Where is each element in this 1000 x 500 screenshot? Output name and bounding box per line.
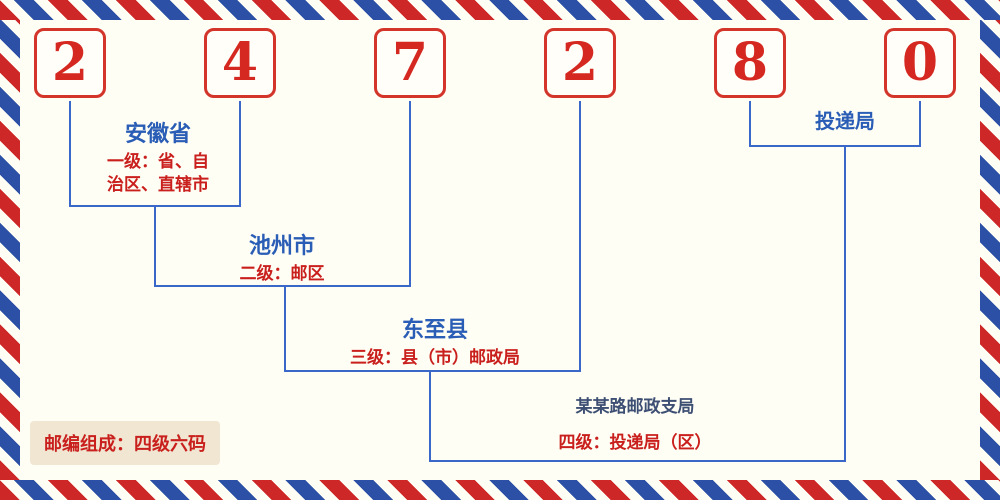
level1-desc-line1: 一级：省、自 [107,152,209,172]
airmail-border-right [980,20,1000,480]
airmail-border-top [0,0,1000,20]
airmail-border-bottom [0,480,1000,500]
bracket-line-level2-bottom [154,285,411,287]
level1-name: 安徽省 [124,122,192,147]
digit-box-5: 8 [714,28,786,98]
bracket-line-level1-right [239,101,241,205]
airmail-border-left [0,20,20,480]
bracket-line-level2-left [154,205,156,285]
connector-line-level4-up [429,370,431,460]
level3-desc: 三级：县（市）邮政局 [350,348,520,368]
digit-1: 2 [51,32,89,93]
bracket-line-level3-bottom [284,370,581,372]
level4-desc: 四级：投递局（区） [558,433,712,453]
digit-box-1: 2 [34,28,106,98]
connector-line-level4-down [844,145,846,460]
digit-5: 8 [731,32,769,93]
level2-desc: 二级：邮区 [239,264,325,284]
digit-box-3: 7 [374,28,446,98]
digit-box-2: 4 [204,28,276,98]
bracket-line-level4-right [919,101,921,145]
bracket-line-level3-right [579,101,581,370]
composition-badge: 邮编组成：四级六码 [30,421,220,465]
connector-line-level4-horizontal [429,460,846,462]
level4-name: 投递局 [815,109,875,133]
digit-3: 7 [391,32,429,93]
bracket-line-level3-left [284,285,286,370]
bracket-line-level4-left [749,101,751,145]
bracket-line-level4-bottom [749,145,921,147]
digit-box-4: 2 [544,28,616,98]
level1-desc-line2: 治区、直辖市 [107,175,209,195]
digit-box-6: 0 [884,28,956,98]
level4-branch: 某某路邮政支局 [575,397,695,417]
level3-name: 东至县 [401,318,469,343]
bracket-line-level1-left [69,101,71,205]
digit-2: 4 [221,32,259,93]
level2-name: 池州市 [248,234,316,259]
digit-6: 0 [901,32,939,93]
digit-4: 2 [561,32,599,93]
bracket-line-level2-right [409,101,411,285]
